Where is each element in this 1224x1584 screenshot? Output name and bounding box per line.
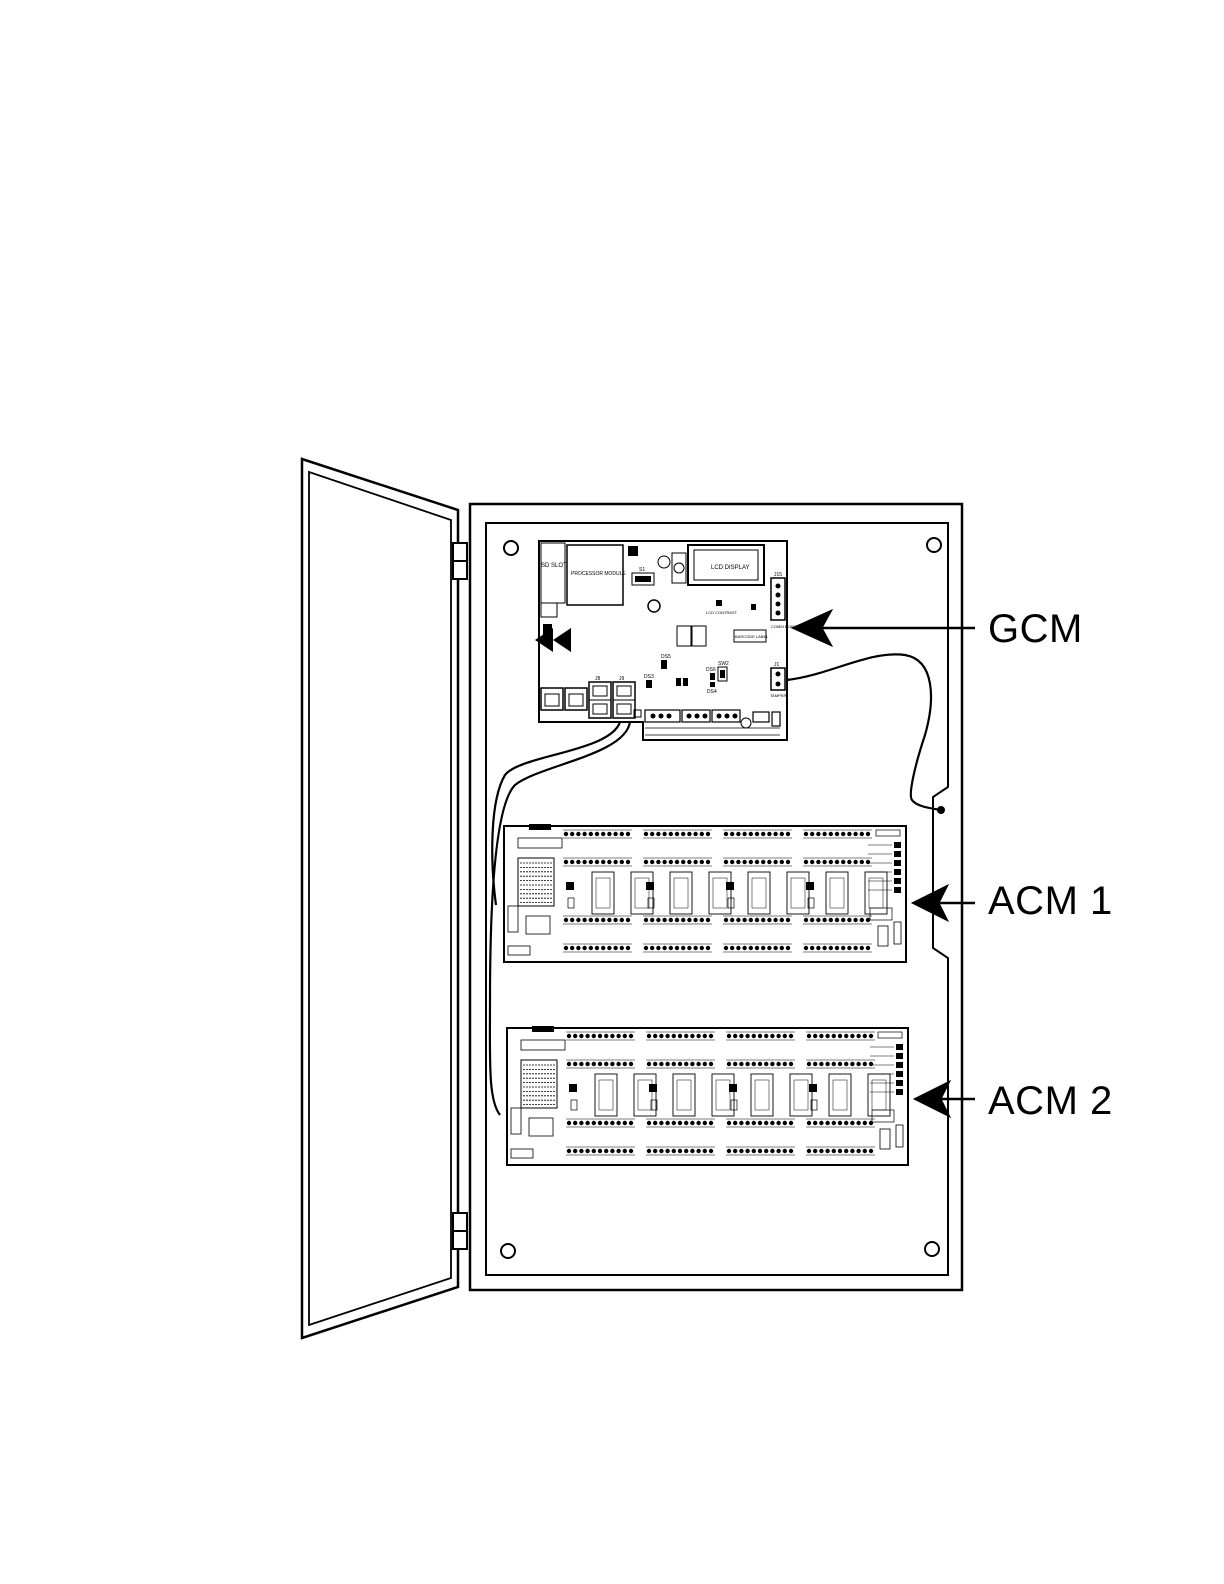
j9-label: J9 — [619, 676, 625, 682]
gcm-callout-label: GCM — [988, 609, 1083, 649]
sd-slot-label: SD SLOT — [541, 563, 567, 569]
ds6-label: DS6 — [706, 667, 716, 673]
lcd-contrast-label: LCD CONTRAST — [706, 610, 738, 615]
lcd-display-label: LCD DISPLAY — [711, 565, 750, 571]
acm1-board — [504, 824, 906, 962]
acm1-callout-label: ACM 1 — [988, 881, 1113, 921]
door-hinges — [453, 543, 467, 1249]
processor-module-label: PROCESSOR MODULE — [571, 571, 626, 577]
cable-tamper — [787, 654, 941, 810]
ds3-label: DS3 — [644, 674, 654, 680]
acm2-board — [507, 1026, 908, 1165]
ds5-label: DS5 — [661, 654, 671, 660]
j8-label: J8 — [595, 676, 601, 682]
barcode-label: BARCODE LABEL — [735, 634, 769, 639]
enclosure-door — [302, 459, 458, 1338]
s1-label: S1 — [639, 567, 645, 573]
j15-label: J15 — [774, 572, 782, 578]
tamper-label: TAMPER — [770, 693, 786, 698]
j1-label: J1 — [774, 662, 780, 668]
sw2-label: SW2 — [718, 661, 729, 667]
gcm-board: SD SLOT PROCESSOR MODULE LCD DISPLAY S1 … — [535, 541, 799, 740]
acm2-callout-label: ACM 2 — [988, 1081, 1113, 1121]
ds4-label: DS4 — [707, 689, 717, 695]
